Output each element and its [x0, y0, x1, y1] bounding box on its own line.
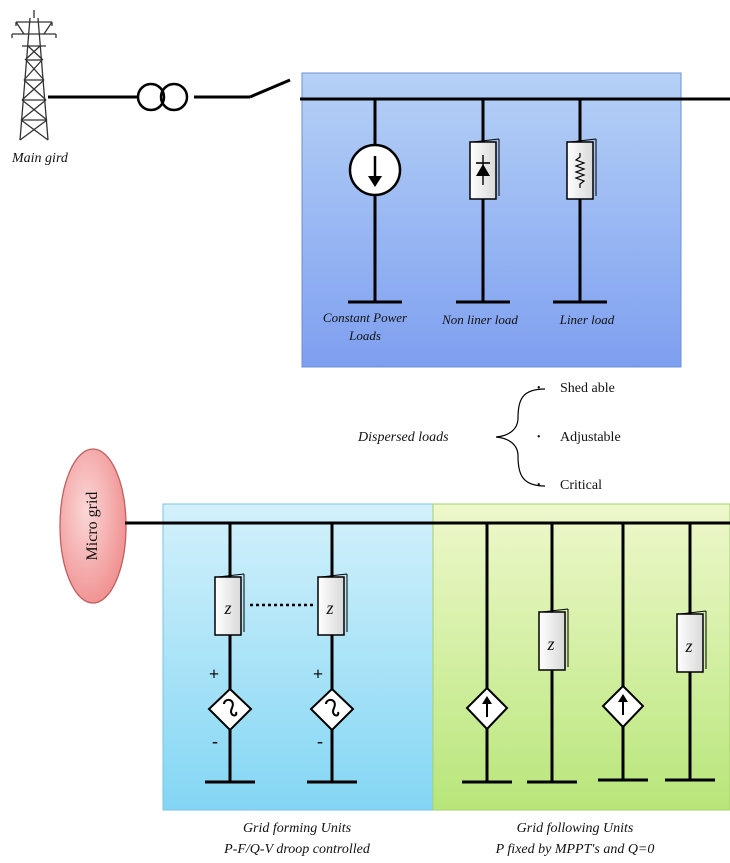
impedance-label-1: z — [223, 598, 231, 618]
grid-forming-title: Grid forming Units — [243, 821, 352, 836]
impedance-block — [317, 576, 345, 636]
linear-load — [553, 99, 607, 304]
grid-following-impedance-1 — [527, 523, 577, 784]
plus-sign-1: + — [209, 664, 219, 684]
linear-label: Liner load — [559, 312, 615, 327]
grid-forming-unit-1 — [205, 523, 255, 784]
grid-following-source-2 — [598, 523, 648, 782]
impedance-block — [214, 576, 242, 636]
constant-power-label-2: Loads — [348, 328, 381, 343]
micro-grid-node — [59, 448, 127, 604]
grid-following-impedance-2 — [665, 523, 715, 782]
bullet-2: • — [537, 432, 541, 443]
main-feeder-line — [48, 78, 291, 99]
grid-forming-box — [162, 503, 434, 811]
main-grid-label: Main gird — [11, 151, 69, 166]
transformer-icon — [136, 82, 189, 112]
impedance-block — [676, 613, 704, 673]
load-area-box — [301, 72, 682, 368]
impedance-block — [538, 611, 566, 671]
grid-following-source-1 — [462, 523, 512, 784]
load-type-adjustable: Adjustable — [560, 430, 621, 445]
bullet-1: • — [537, 383, 541, 394]
grid-following-subtitle: P fixed by MPPT's and Q=0 — [495, 842, 655, 857]
plus-sign-2: + — [313, 664, 323, 684]
non-linear-label: Non liner load — [441, 312, 518, 327]
bullet-3: • — [537, 480, 541, 491]
impedance-label-2: z — [325, 598, 333, 618]
micro-grid-label: Micro grid — [84, 492, 101, 561]
non-linear-load — [456, 99, 510, 304]
ac-source-icon — [207, 687, 253, 732]
curly-brace — [495, 388, 546, 487]
constant-power-label-1: Constant Power — [323, 310, 408, 325]
grid-following-title: Grid following Units — [517, 821, 634, 836]
dispersed-loads-label: Dispersed loads — [357, 430, 449, 445]
resistor-icon — [574, 153, 586, 188]
impedance-label-4: z — [684, 636, 692, 656]
load-type-shed-able: Shed able — [560, 381, 615, 396]
ac-source-icon — [309, 687, 355, 732]
transmission-tower-icon — [11, 10, 57, 141]
grid-forming-subtitle: P-F/Q-V droop controlled — [223, 842, 371, 857]
constant-power-load — [348, 99, 402, 304]
minus-sign-2: - — [317, 731, 323, 751]
impedance-label-3: z — [546, 634, 554, 654]
minus-sign-1: - — [212, 731, 218, 751]
load-type-critical: Critical — [560, 478, 602, 493]
grid-forming-unit-2 — [307, 523, 357, 784]
